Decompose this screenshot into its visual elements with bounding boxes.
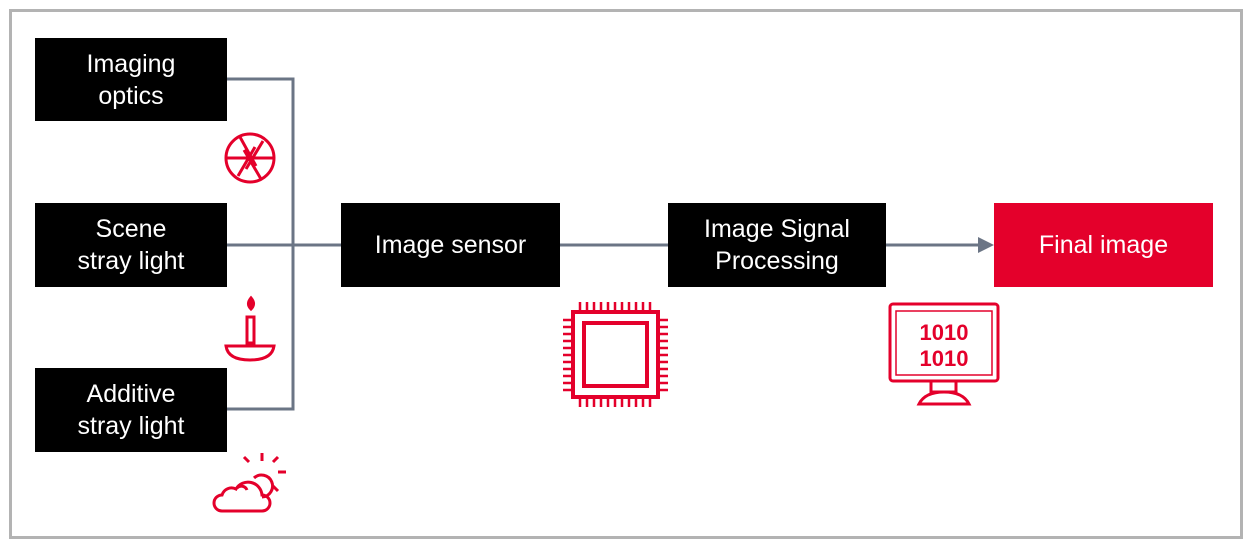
aperture-icon [224, 132, 276, 184]
final-image-box: Final image [994, 203, 1213, 287]
monitor-text-line-1: 1010 [920, 320, 969, 345]
monitor-text-line-2: 1010 [920, 346, 969, 371]
arrowhead [978, 237, 994, 253]
candle-icon [224, 295, 276, 362]
frame-border [9, 9, 1243, 539]
image-signal-processing-box: Image Signal Processing [668, 203, 886, 287]
monitor-icon: 1010 1010 [888, 302, 1000, 406]
chip-icon [563, 302, 668, 407]
cloud-sun-icon [212, 453, 286, 513]
image-sensor-box: Image sensor [341, 203, 560, 287]
scene-stray-light-box: Scene stray light [35, 203, 227, 287]
imaging-optics-box: Imaging optics [35, 38, 227, 121]
additive-stray-light-box: Additive stray light [35, 368, 227, 452]
